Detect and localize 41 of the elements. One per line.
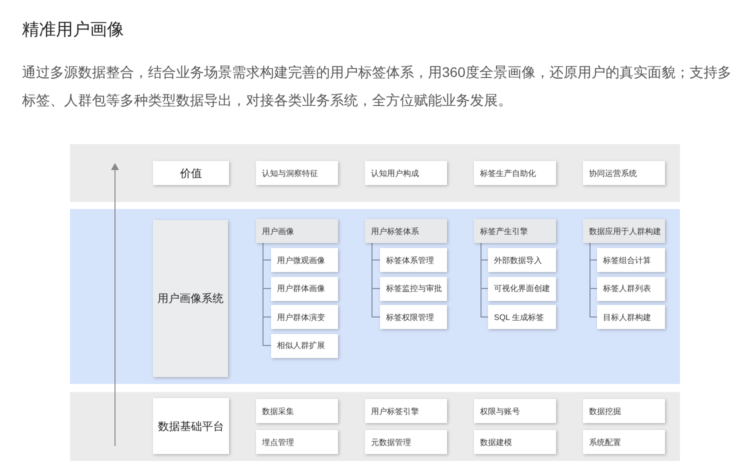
item-box: 系统配置 [583,430,665,454]
module-header-box: 用户标签体系 [365,219,447,243]
layer-band [70,144,680,202]
item-box: 标签组合计算 [597,248,665,272]
item-box: 可视化界面创建 [488,276,556,300]
tree-connector [590,242,598,318]
item-box: 数据采集 [256,399,338,423]
item-box: 用户群体画像 [271,276,338,300]
layer-title-box: 价值 [153,161,229,185]
tree-connector [262,242,272,346]
item-box: 元数据管理 [365,430,447,454]
item-box: 用户标签引擎 [365,399,447,423]
item-box: 数据挖掘 [583,399,665,423]
item-box: 相似人群扩展 [271,334,338,358]
item-box: 埋点管理 [256,430,338,454]
item-box: 标签生产自助化 [474,161,556,185]
item-box: 标签权限管理 [380,305,447,329]
item-box: 认知与洞察特征 [256,161,338,185]
system-box: 用户画像系统 [153,220,228,377]
layer-title-box: 数据基础平台 [153,398,229,454]
module-header-box: 用户画像 [256,219,338,243]
layer-band [70,209,680,384]
tree-connector [480,242,488,318]
description-paragraph: 通过多源数据整合，结合业务场景需求构建完善的用户标签体系，用360度全景画像，还原用户的真实面貌；支持多标签、人群包等多种类型数据导出，对接各类业务系统，全方位赋能业务发展。 [22,63,732,110]
item-box: 标签体系管理 [380,248,447,272]
item-box: 数据建模 [474,430,556,454]
tree-connector [372,242,380,318]
module-header-box: 数据应用于人群构建 [583,219,665,243]
item-box: SQL 生成标签 [488,305,556,329]
item-box: 目标人群构建 [597,305,665,329]
title: 精准用户画像 [22,19,124,41]
module-header-box: 标签产生引擎 [474,219,556,243]
item-box: 协同运营系统 [583,161,665,185]
item-box: 认知用户构成 [365,161,447,185]
item-box: 标签监控与审批 [380,276,447,300]
item-box: 权限与账号 [474,399,556,423]
item-box: 标签人群列表 [597,276,665,300]
item-box: 用户微观画像 [271,248,338,272]
layer-band [70,392,680,461]
item-box: 用户群体演变 [271,305,338,329]
item-box: 外部数据导入 [488,248,556,272]
